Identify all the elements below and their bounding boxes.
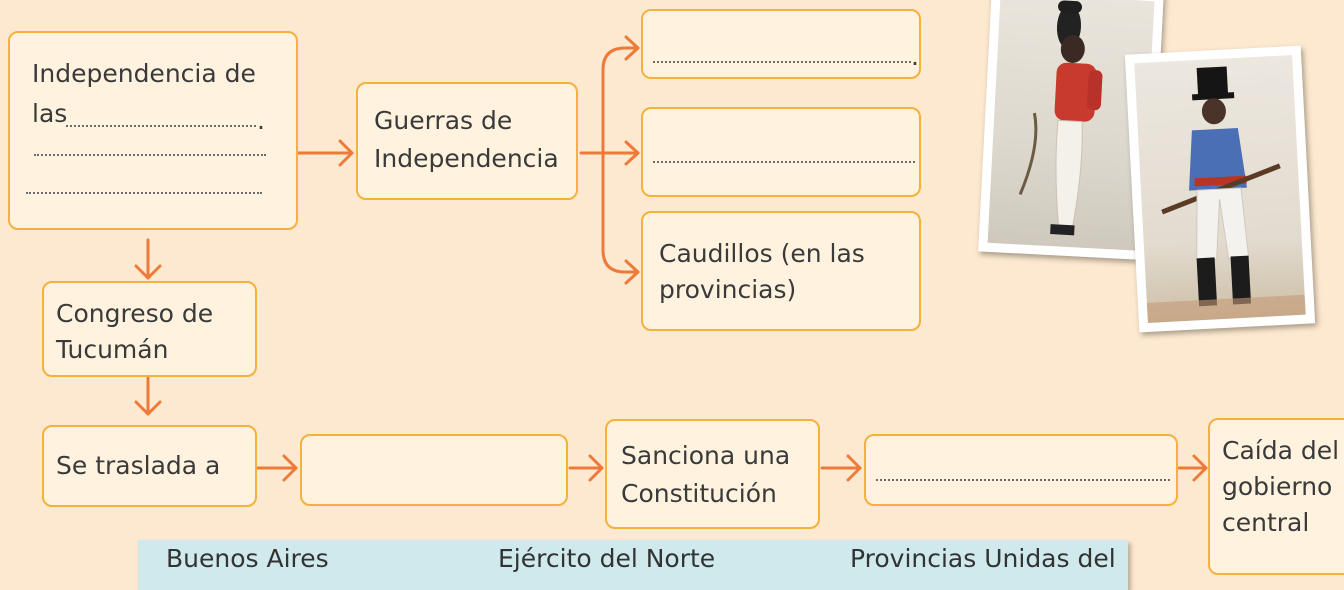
blank-independencia-1[interactable]	[66, 125, 256, 127]
box-blank-consecuencia[interactable]	[864, 434, 1178, 506]
independencia-line1: Independencia de	[32, 59, 256, 88]
arrow-branch-bottom	[601, 151, 640, 274]
sanciona-line2: Constitución	[621, 479, 777, 508]
box-congreso: Congreso de Tucumán	[42, 281, 257, 377]
congreso-line2: Tucumán	[56, 335, 169, 364]
guerras-line2: Independencia	[374, 144, 559, 173]
blank-consecuencia-line[interactable]	[876, 479, 1170, 481]
soldier-blue-photo	[1124, 45, 1316, 333]
caida-line3: central	[1222, 508, 1310, 537]
blank-independencia-2[interactable]	[34, 154, 266, 156]
sanciona-line1: Sanciona una	[621, 441, 791, 470]
congreso-line1: Congreso de	[56, 299, 214, 328]
caida-line2: gobierno	[1222, 472, 1333, 501]
word-bank-item: Provincias Unidas del	[850, 544, 1116, 573]
box-sanciona: Sanciona una Constitución	[605, 419, 820, 529]
word-bank-item: Buenos Aires	[166, 544, 329, 573]
caida-line1: Caída del	[1222, 436, 1340, 465]
independencia-line2: las	[32, 99, 68, 128]
guerras-line1: Guerras de	[374, 106, 513, 135]
caudillos-line2: provincias)	[659, 275, 797, 304]
blank-middle-line[interactable]	[653, 161, 915, 163]
soldier-blue-illustration	[1146, 66, 1306, 323]
word-bank-item: Ejército del Norte	[498, 544, 716, 573]
blank-independencia-3[interactable]	[26, 192, 262, 194]
box-caida: Caída del gobierno central	[1208, 418, 1344, 575]
box-guerras: Guerras de Independencia	[356, 82, 578, 200]
box-independencia: Independencia de las .	[8, 31, 298, 230]
soldier-red-illustration	[1018, 0, 1103, 236]
traslada-label: Se traslada a	[56, 451, 221, 480]
arrow-branch-top	[601, 46, 640, 155]
box-blank-top[interactable]: .	[641, 9, 921, 79]
box-blank-middle[interactable]	[641, 107, 921, 197]
connector-arrows	[134, 35, 1208, 482]
blank-top-line[interactable]	[653, 61, 911, 63]
box-blank-destino[interactable]	[300, 434, 568, 506]
word-bank: Buenos Aires Ejército del Norte Provinci…	[138, 540, 1128, 590]
box-traslada: Se traslada a	[42, 425, 257, 507]
soldier-red-photo	[978, 0, 1164, 261]
box-caudillos: Caudillos (en las provincias)	[641, 211, 921, 331]
caudillos-line1: Caudillos (en las	[659, 239, 865, 268]
